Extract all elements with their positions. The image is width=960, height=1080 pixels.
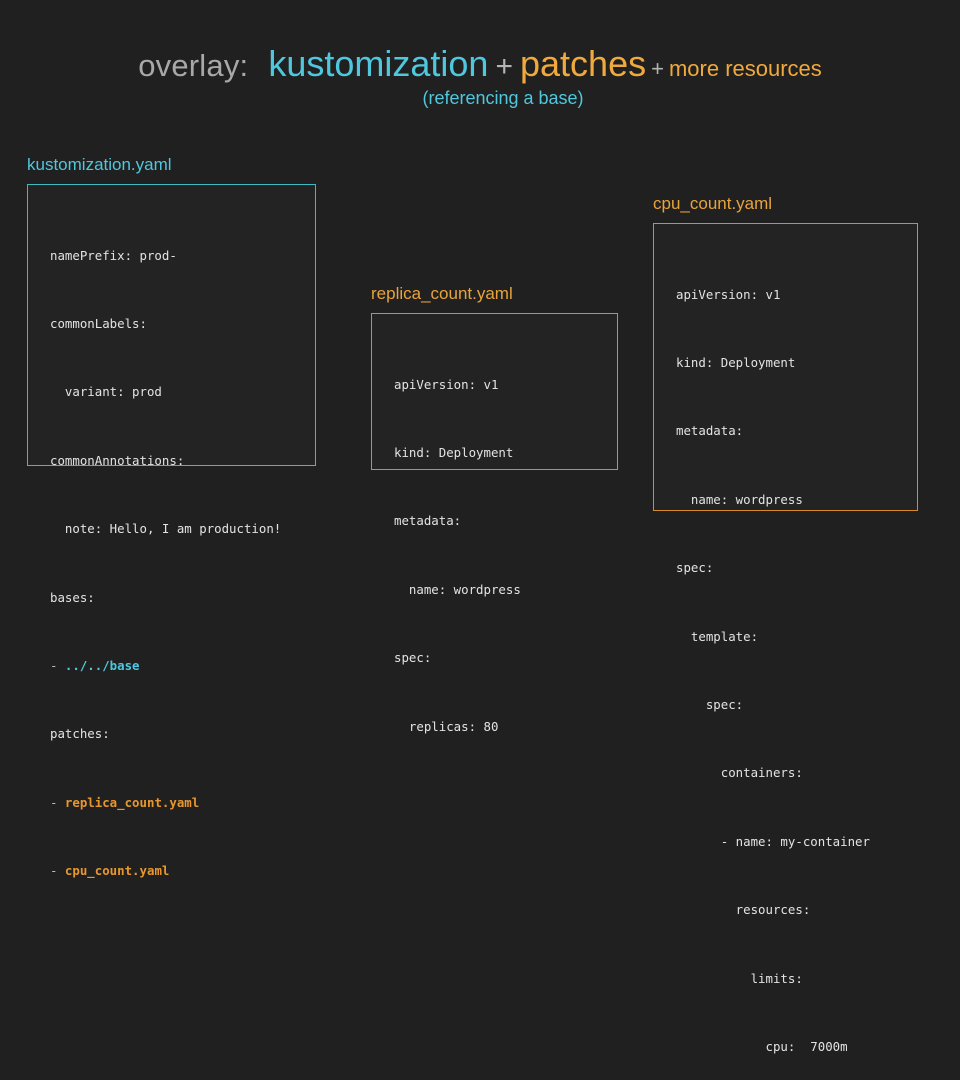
code-line-patch-replica: - replica_count.yaml bbox=[50, 792, 299, 815]
code-line: metadata: bbox=[394, 513, 462, 529]
title-more-resources-word: more resources bbox=[668, 56, 822, 81]
code-line: apiVersion: v1 bbox=[676, 286, 781, 302]
code-block-kustomization: namePrefix: prod- commonLabels: variant:… bbox=[27, 184, 316, 878]
card-label-cpu-count: cpu_count.yaml bbox=[653, 194, 773, 213]
code-line-patch-cpu: - cpu_count.yaml bbox=[50, 860, 299, 883]
list-dash: - bbox=[50, 794, 65, 810]
code-line: name: wordpress bbox=[676, 491, 803, 507]
code-line: spec: bbox=[676, 560, 714, 576]
title-patches-word: patches bbox=[520, 43, 647, 84]
code-block-cpu-count: apiVersion: v1 kind: Deployment metadata… bbox=[653, 223, 918, 1054]
title-overlay-word: overlay: bbox=[138, 48, 249, 83]
slide-title: overlay:kustomization+patches+more resou… bbox=[0, 46, 960, 82]
code-line: kind: Deployment bbox=[394, 444, 514, 460]
patch-file-token-replica: replica_count.yaml bbox=[64, 794, 200, 810]
patch-file-token-cpu: cpu_count.yaml bbox=[64, 863, 170, 879]
code-line: containers: bbox=[676, 765, 803, 781]
card-kustomization-yaml: kustomization.yaml namePrefix: prod- com… bbox=[27, 155, 316, 878]
code-line: commonLabels: bbox=[50, 315, 147, 331]
code-line: namePrefix: prod- bbox=[50, 247, 177, 263]
code-line: cpu: 7000m bbox=[676, 1038, 848, 1054]
base-path-token: ../../base bbox=[64, 657, 140, 673]
code-line: spec: bbox=[394, 650, 432, 666]
card-label-replica-count: replica_count.yaml bbox=[371, 284, 513, 303]
title-line: overlay:kustomization+patches+more resou… bbox=[0, 46, 960, 82]
code-line: - name: my-container bbox=[676, 833, 870, 849]
title-kustomization-word: kustomization bbox=[268, 43, 489, 84]
card-label-kustomization: kustomization.yaml bbox=[27, 155, 172, 174]
title-plus-second: + bbox=[651, 56, 664, 81]
code-line: spec: bbox=[676, 696, 744, 712]
code-line: kind: Deployment bbox=[676, 354, 796, 370]
code-line: name: wordpress bbox=[394, 581, 521, 597]
code-line: metadata: bbox=[676, 423, 744, 439]
code-line: replicas: 80 bbox=[394, 718, 499, 734]
code-line: commonAnnotations: bbox=[50, 452, 185, 468]
title-plus-first: + bbox=[495, 50, 513, 83]
code-line-base-ref: - ../../base bbox=[50, 655, 299, 678]
card-replica-count-yaml: replica_count.yaml apiVersion: v1 kind: … bbox=[371, 284, 618, 734]
code-line: limits: bbox=[676, 970, 803, 986]
code-line: note: Hello, I am production! bbox=[50, 521, 282, 537]
code-line: resources: bbox=[676, 902, 811, 918]
code-line: apiVersion: v1 bbox=[394, 376, 499, 392]
code-line: bases: bbox=[50, 589, 95, 605]
list-dash: - bbox=[50, 657, 65, 673]
code-line: variant: prod bbox=[50, 384, 162, 400]
card-cpu-count-yaml: cpu_count.yaml apiVersion: v1 kind: Depl… bbox=[653, 194, 918, 1054]
code-block-replica-count: apiVersion: v1 kind: Deployment metadata… bbox=[371, 313, 618, 734]
slide-subtitle: (referencing a base) bbox=[422, 88, 584, 108]
code-line: patches: bbox=[50, 726, 110, 742]
code-line: template: bbox=[676, 628, 759, 644]
list-dash: - bbox=[50, 863, 65, 879]
